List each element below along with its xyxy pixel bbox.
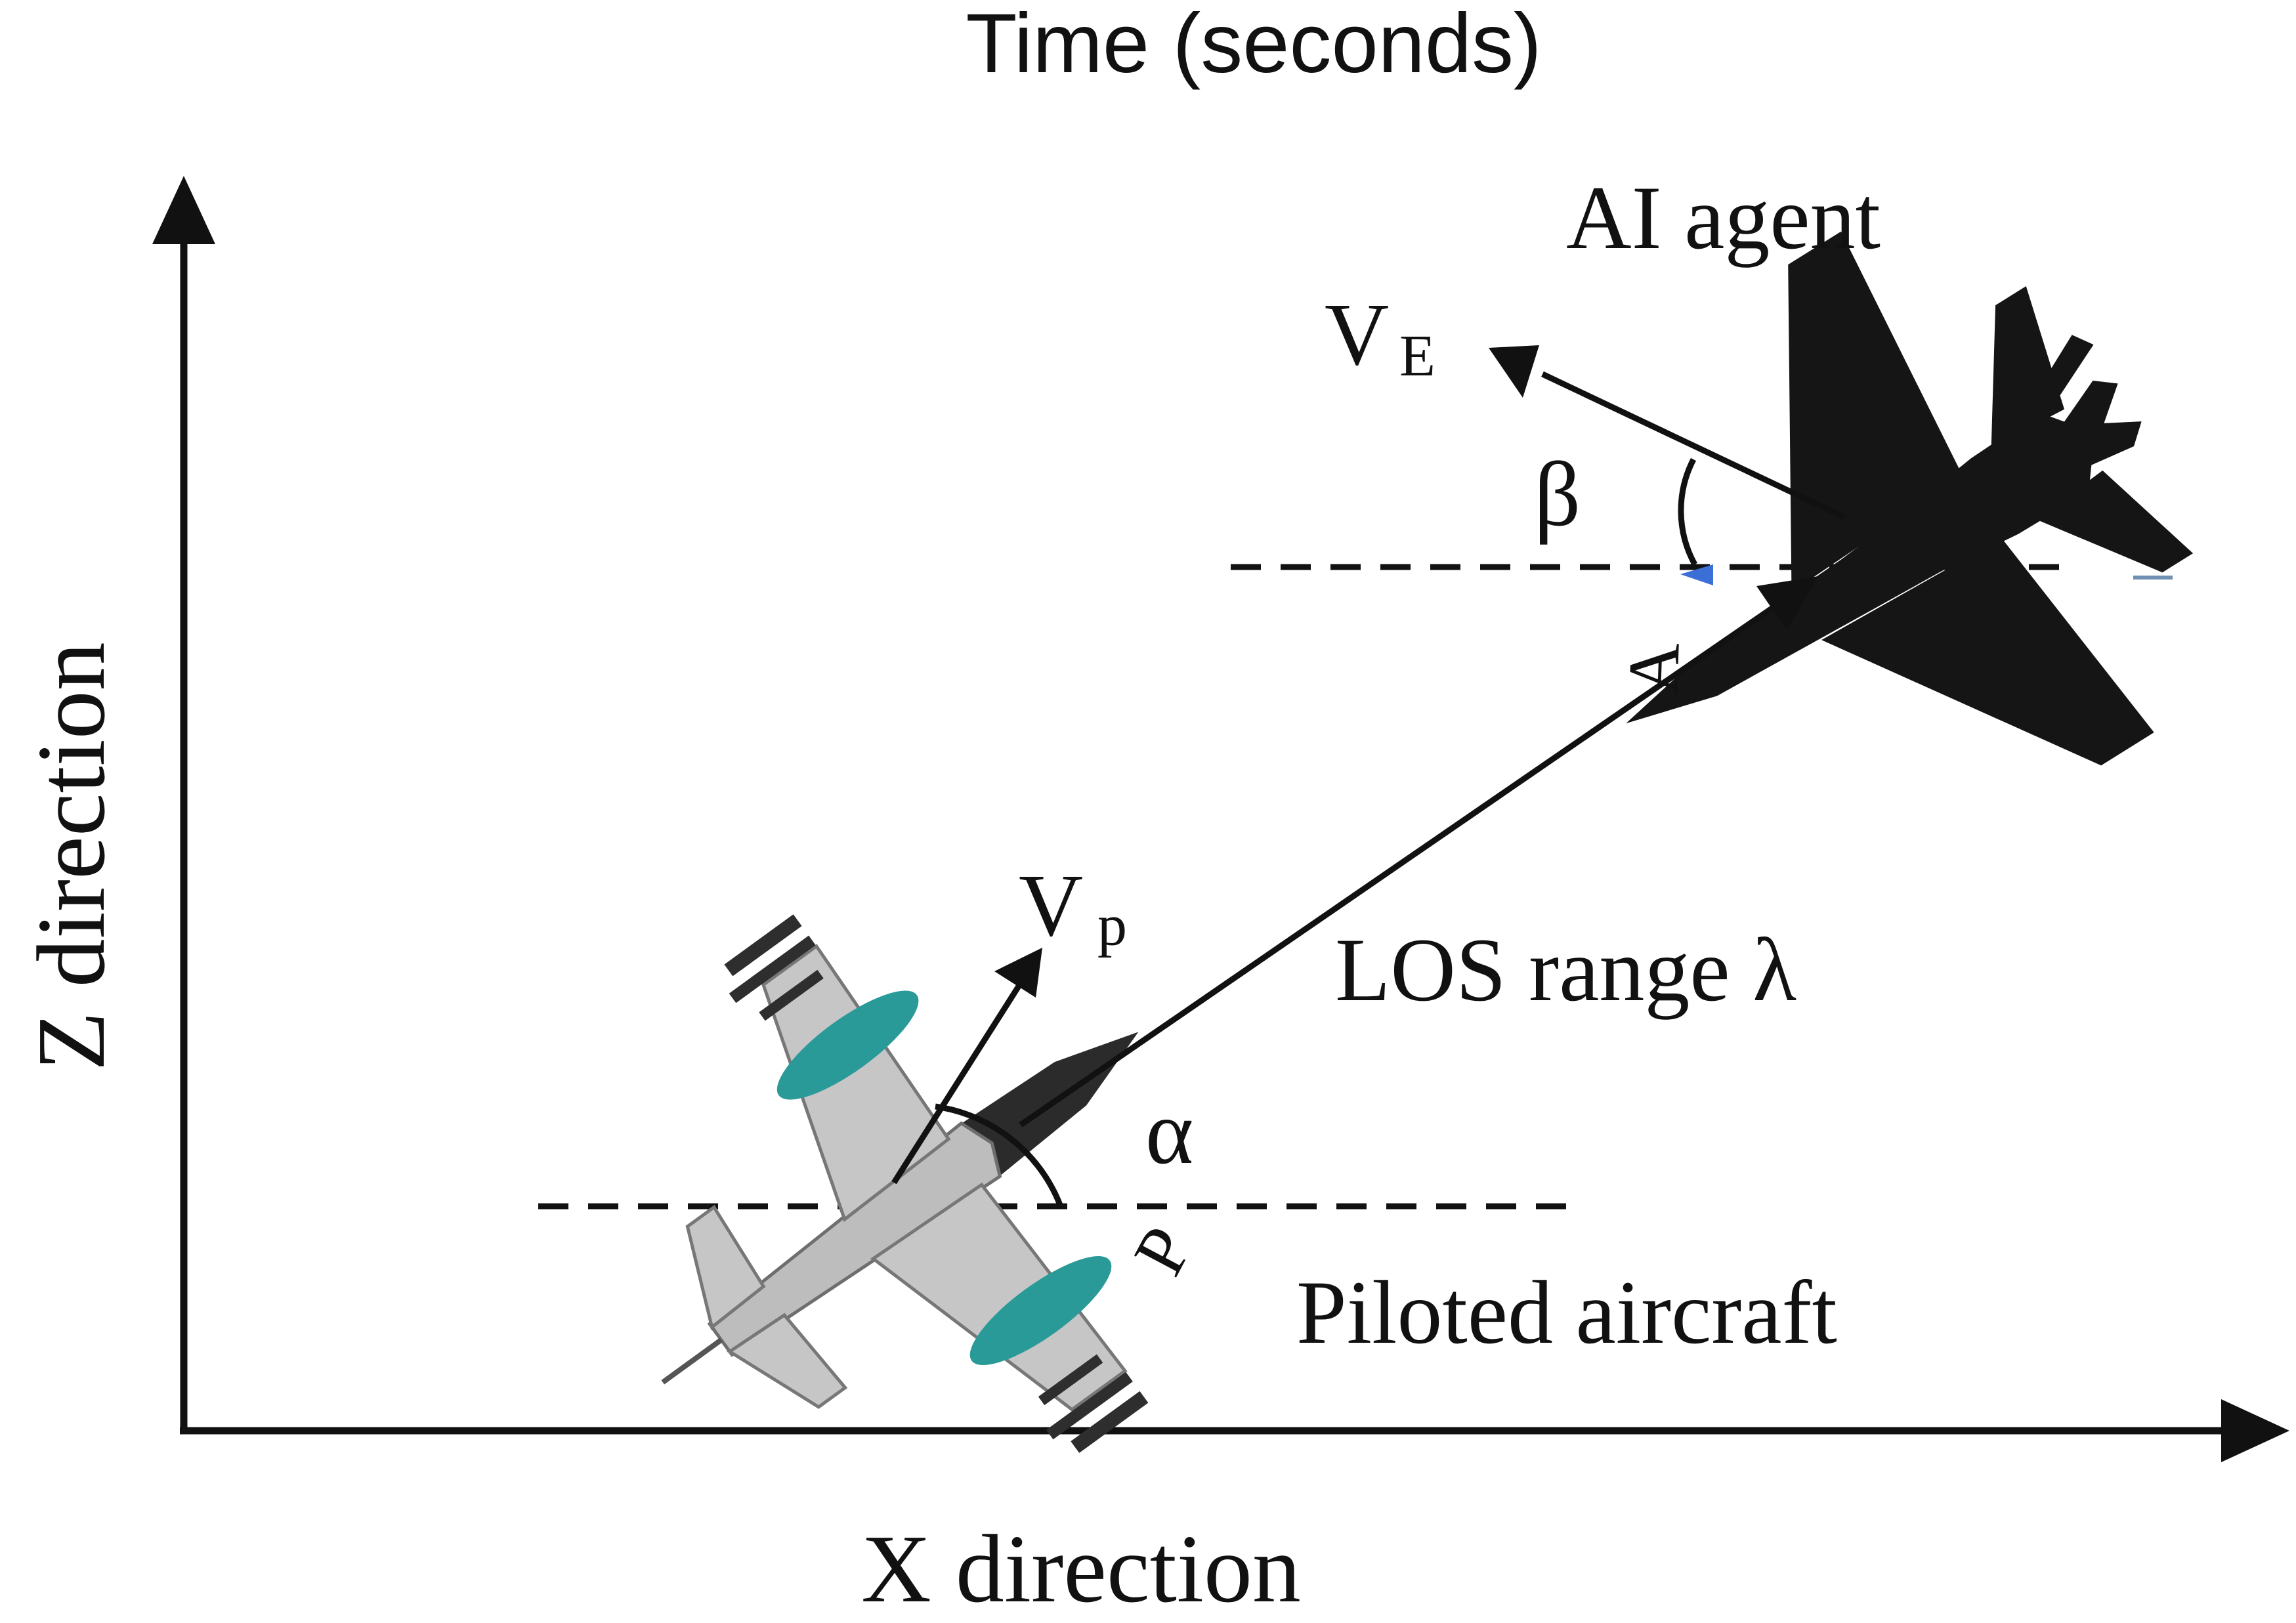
vp-velocity-arrowhead: [994, 948, 1042, 998]
z-axis-arrowhead: [152, 176, 215, 244]
ve-label-main: V: [1325, 285, 1389, 384]
los-range-label: LOS range λ: [1335, 919, 1796, 1020]
alpha-angle-arc: [935, 1103, 1063, 1206]
piloted-aircraft-label: Piloted aircraft: [1296, 1262, 1837, 1362]
ai-position-pointer: [1680, 564, 1713, 585]
ve-label-sub: E: [1399, 324, 1435, 389]
ai-agent-jet-icon: [1626, 231, 2194, 766]
axes: [152, 176, 2289, 1462]
vp-label-main: V: [1019, 856, 1083, 955]
los-range-arrow: [1019, 592, 1794, 1128]
beta-label: β: [1534, 444, 1581, 545]
vp-velocity-arrow: [891, 976, 1027, 1185]
ve-label: V E: [1325, 285, 1435, 389]
beta-angle-arc: [1678, 457, 1697, 566]
vp-label: V p: [1019, 856, 1127, 958]
piloted-position-marker: P: [1118, 1214, 1207, 1287]
alpha-label: α: [1145, 1082, 1193, 1183]
ai-agent-label: AI agent: [1566, 167, 1881, 268]
ve-velocity-arrow: [1541, 371, 1846, 520]
los-range-arrowhead: [1756, 576, 1818, 630]
x-axis-label: X direction: [861, 1515, 1301, 1620]
x-axis-arrowhead: [2221, 1399, 2289, 1462]
figure-top-title: Time (seconds): [966, 0, 1541, 91]
z-axis-label: Z direction: [18, 642, 125, 1070]
ve-velocity-arrowhead: [1489, 345, 1539, 398]
piloted-aircraft-icon: [661, 914, 1149, 1453]
vp-label-sub: p: [1097, 893, 1127, 958]
